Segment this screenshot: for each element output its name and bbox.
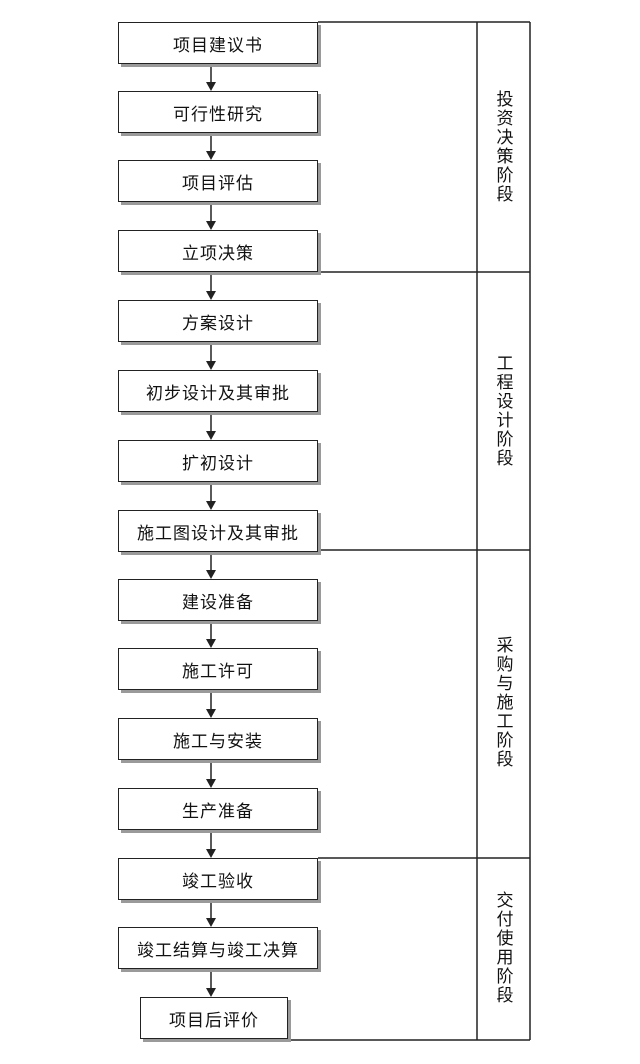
step-project-decision: 立项决策 — [118, 230, 318, 272]
step-project-evaluation: 项目评估 — [118, 160, 318, 202]
phase-label-delivery-use: 交付使用阶段 — [492, 890, 513, 1005]
step-production-preparation: 生产准备 — [118, 788, 318, 830]
step-extended-design: 扩初设计 — [118, 440, 318, 482]
phase-label-engineering-design: 工程设计阶段 — [492, 354, 513, 468]
step-construction-drawing-design: 施工图设计及其审批 — [118, 510, 318, 552]
phase-label-procurement-construction: 采购与施工阶段 — [492, 636, 513, 769]
step-scheme-design: 方案设计 — [118, 300, 318, 342]
arrow-head — [206, 221, 216, 230]
arrow-head — [206, 849, 216, 858]
step-post-evaluation: 项目后评价 — [140, 997, 288, 1039]
step-construction-permit: 施工许可 — [118, 648, 318, 690]
arrow-head — [206, 361, 216, 370]
step-construction-installation: 施工与安装 — [118, 718, 318, 760]
step-construction-preparation: 建设准备 — [118, 579, 318, 621]
arrow-head — [206, 82, 216, 91]
arrow-head — [206, 779, 216, 788]
step-feasibility-study: 可行性研究 — [118, 91, 318, 133]
arrow-head — [206, 291, 216, 300]
arrow-head — [206, 639, 216, 648]
step-final-settlement: 竣工结算与竣工决算 — [118, 927, 318, 969]
step-completion-acceptance: 竣工验收 — [118, 858, 318, 900]
arrow-head — [206, 988, 216, 997]
arrow-head — [206, 501, 216, 510]
arrow-head — [206, 918, 216, 927]
step-preliminary-design: 初步设计及其审批 — [118, 370, 318, 412]
arrow-head — [206, 709, 216, 718]
arrow-head — [206, 570, 216, 579]
arrow-head — [206, 431, 216, 440]
step-project-proposal: 项目建议书 — [118, 22, 318, 64]
phase-label-investment-decision: 投资决策阶段 — [492, 90, 513, 204]
arrow-head — [206, 151, 216, 160]
